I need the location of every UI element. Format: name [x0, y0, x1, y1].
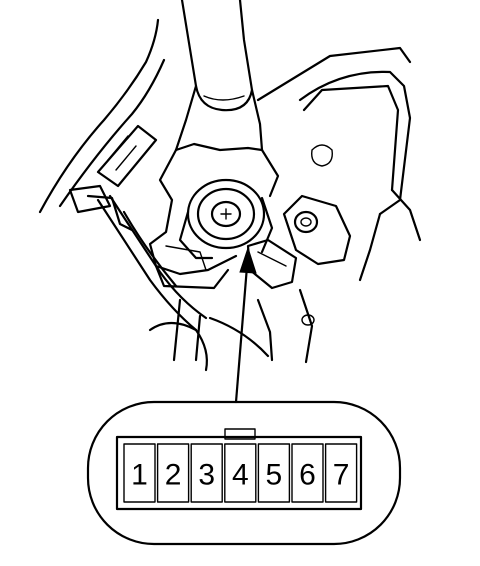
wiring-harness: [96, 194, 270, 362]
connector-pin-4: 4: [224, 443, 257, 503]
pin-number: 7: [333, 459, 350, 492]
pin-number: 6: [299, 459, 316, 492]
pin-cavity: [224, 443, 257, 503]
dash-panel-left: [38, 18, 166, 232]
connector-pin-7: 7: [324, 443, 358, 503]
switch-connector: [246, 238, 298, 290]
pin-cavity: [123, 443, 156, 503]
connector-pin-5: 5: [257, 443, 291, 503]
pin-cavity: [324, 443, 358, 503]
pin-cavity: [190, 443, 223, 503]
connector-pin-3: 3: [190, 443, 223, 503]
leader-arrow: [234, 246, 257, 404]
switch-housing: [148, 142, 280, 290]
connector-pin-6: 6: [291, 443, 324, 503]
pin-number: 5: [266, 459, 283, 492]
pin-cavity: [257, 443, 291, 503]
pin-cavity: [156, 443, 190, 503]
mounting-bracket: [282, 194, 352, 266]
pin-cavity: [291, 443, 324, 503]
pin-number: 1: [131, 459, 148, 492]
pin-number: 3: [198, 459, 215, 492]
lower-column-cover: [148, 288, 315, 372]
ignition-key-cylinder: [178, 178, 274, 260]
connector-pin-1: 1: [123, 443, 156, 503]
connector-pin-2: 2: [156, 443, 190, 503]
dash-panel-right: [256, 46, 422, 282]
connector-face: [115, 428, 363, 511]
steering-column: [174, 0, 264, 152]
pin-number: 4: [232, 459, 249, 492]
pin-number: 2: [165, 459, 182, 492]
